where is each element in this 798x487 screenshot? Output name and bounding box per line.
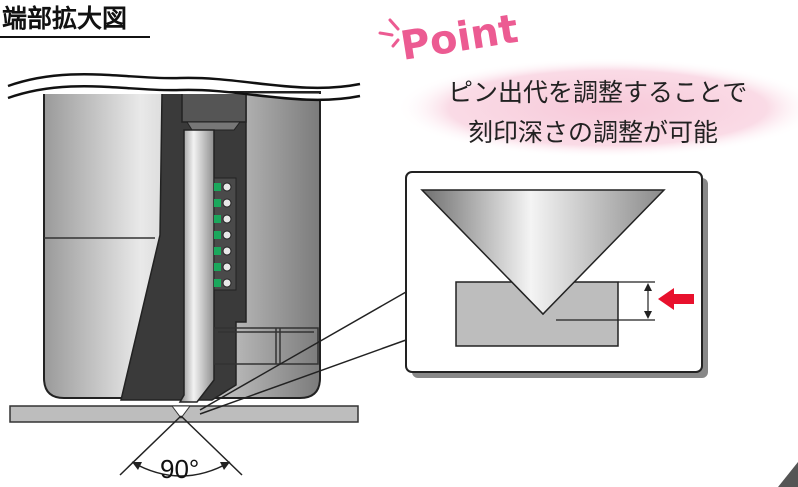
zoom-detail-box	[405, 171, 708, 378]
zoom-leader	[199, 291, 407, 415]
depth-arrow-up	[644, 283, 652, 291]
angle-arrow-left	[132, 462, 142, 470]
ball-chain	[214, 182, 232, 288]
angle-indicator: 90°	[119, 415, 243, 484]
zoom-pin-cone	[420, 189, 666, 316]
red-arrow-icon	[658, 288, 694, 310]
guide-frame	[213, 327, 319, 365]
holder-bevel	[186, 121, 241, 131]
depth-arrow-down	[644, 311, 652, 319]
pin-holder-top	[181, 91, 247, 123]
point-callout: Point ピン出代を調整することで 刻印深さの調整が可能	[378, 6, 798, 158]
sparkle-icon	[378, 18, 400, 48]
section-heading: 端部拡大図	[0, 4, 150, 38]
callout-line-2: 刻印深さの調整が可能	[468, 118, 718, 147]
callout-line-1: ピン出代を調整することで	[448, 78, 747, 107]
corner-mark-icon	[778, 462, 798, 487]
work-plate	[9, 405, 359, 423]
marking-pin	[178, 129, 215, 403]
callout-bubble	[396, 58, 798, 158]
break-line	[7, 72, 361, 90]
angle-arrow-right	[220, 462, 230, 470]
angle-label: 90°	[160, 454, 199, 484]
section-heading-text: 端部拡大図	[2, 4, 127, 33]
punch-cross-section	[7, 72, 361, 403]
point-label: Point	[397, 6, 521, 70]
